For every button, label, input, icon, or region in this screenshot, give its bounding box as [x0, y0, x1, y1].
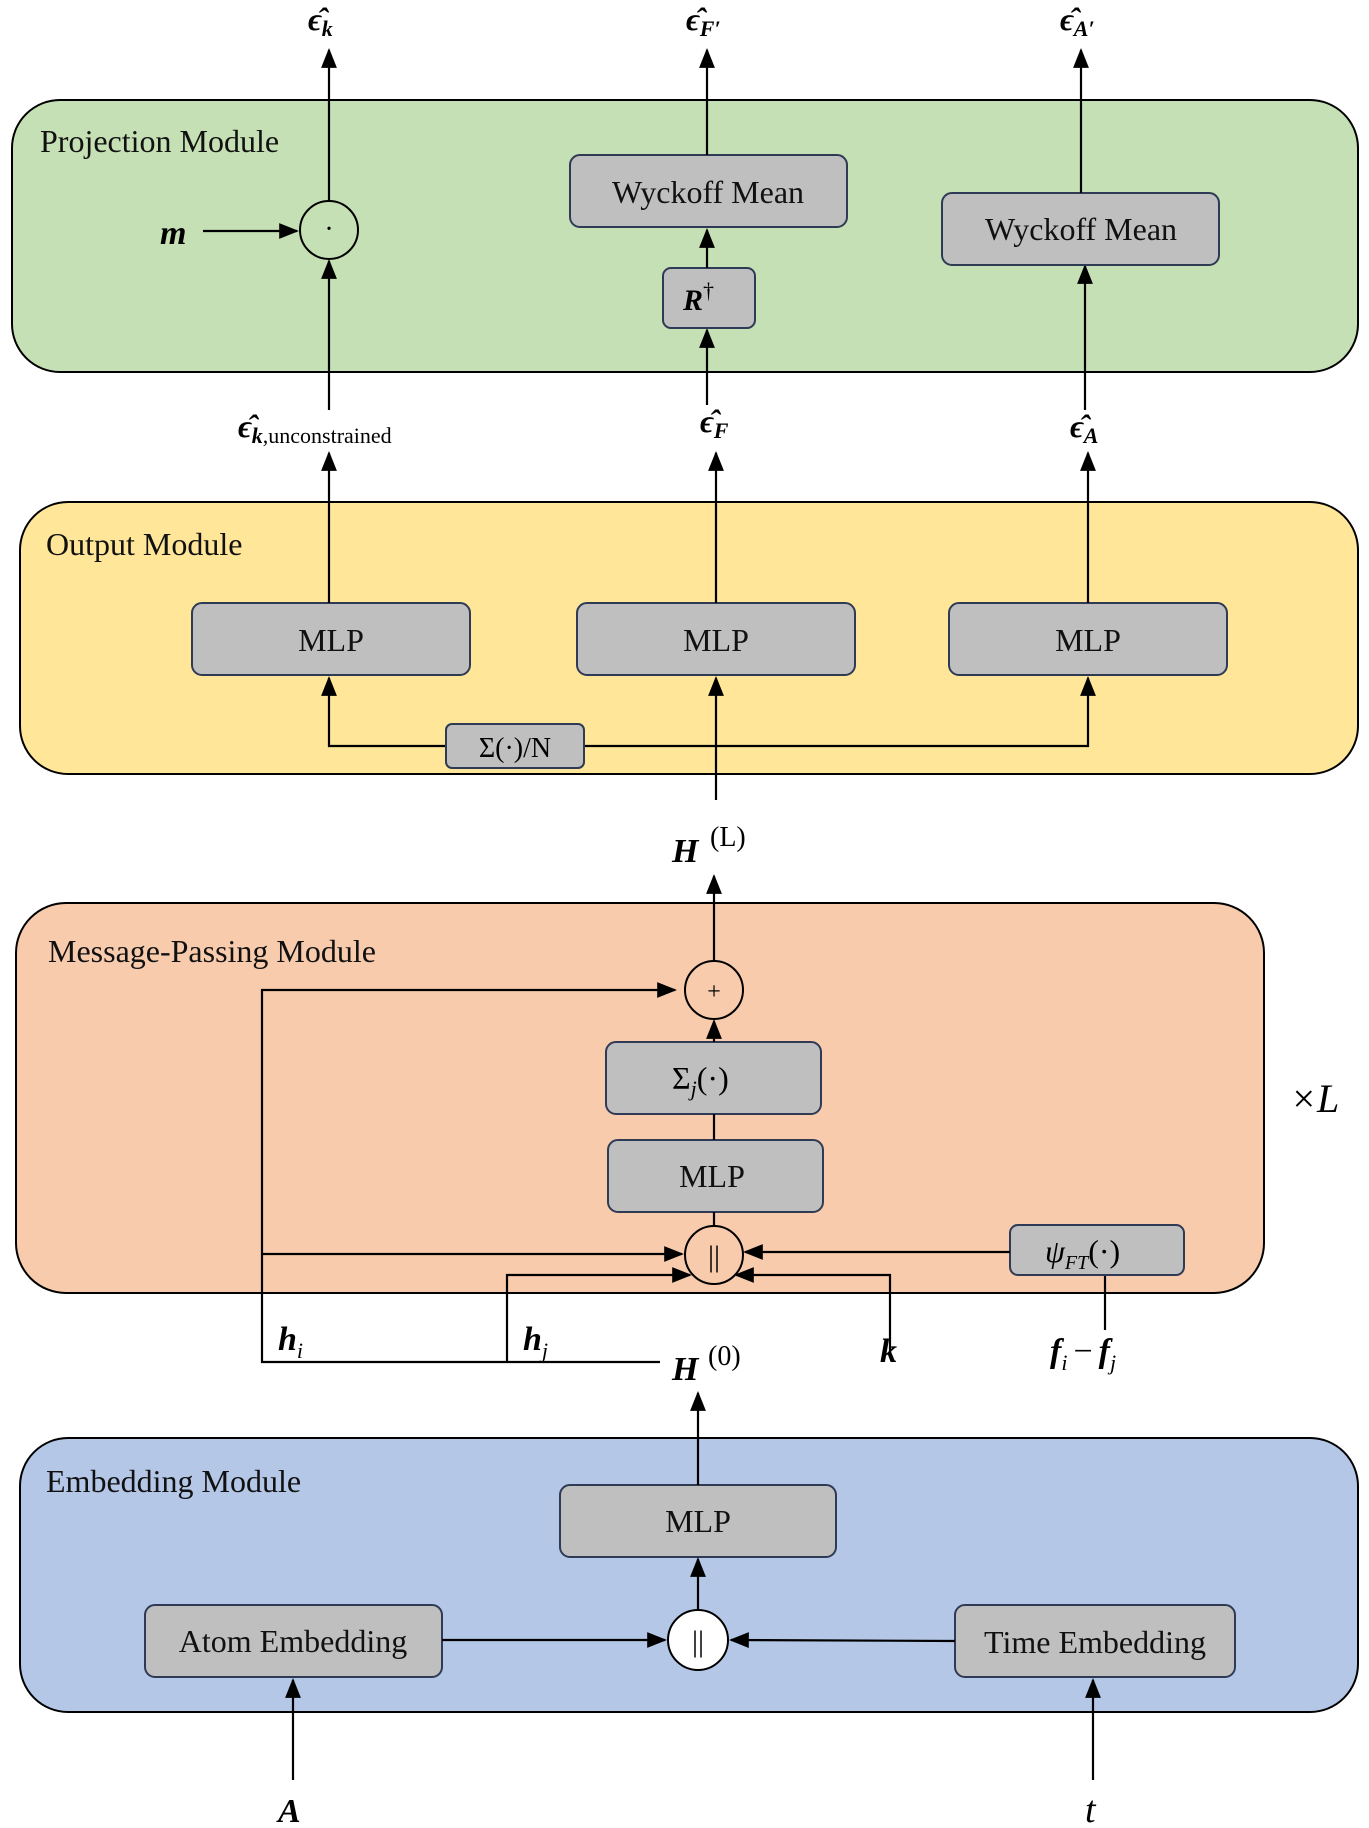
sum-over-N-label: Σ(·)/N	[479, 733, 551, 764]
sum-over-N-box	[445, 723, 585, 769]
eps-F-prime-output-label: ϵ̂F′	[686, 1, 721, 41]
input-t-label: t	[1085, 1789, 1097, 1828]
plus-symbol: +	[707, 979, 721, 1005]
r-dagger-box	[662, 267, 756, 329]
eps-k-output-label: ϵ̂k	[308, 1, 333, 41]
H0-label: H (0)	[671, 1341, 741, 1388]
svg-text:H: H	[671, 833, 700, 870]
h-j-label: hj	[523, 1321, 548, 1363]
wyckoff-mean-box-F	[569, 154, 848, 228]
times-L-label: ×L	[1290, 1076, 1339, 1121]
mlp-label-output-k: MLP	[298, 622, 364, 658]
concat-symbol-embedding: ||	[692, 1625, 704, 1658]
k-input-label: k	[880, 1333, 897, 1370]
svg-text:(0): (0)	[708, 1341, 741, 1372]
mlp-label-output-F: MLP	[683, 622, 749, 658]
sum-j-label: Σj(·)	[672, 1060, 729, 1101]
svg-text:(L): (L)	[710, 822, 746, 853]
r-dagger-label: R†	[682, 278, 714, 317]
concat-symbol-message: ||	[708, 1240, 720, 1273]
psi-ft-label: ψFT(·)	[1045, 1233, 1120, 1274]
fi-minus-fj-label: fi−fj	[1050, 1333, 1116, 1375]
projection-module-title: Projection Module	[40, 123, 279, 159]
wyckoff-mean-label-F: Wyckoff Mean	[612, 174, 804, 210]
svg-text:H: H	[671, 1351, 700, 1388]
eps-A-label: ϵ̂A	[1070, 408, 1098, 448]
mlp-label-embedding: MLP	[665, 1503, 731, 1539]
atom-embedding-label: Atom Embedding	[179, 1623, 407, 1659]
h-i-label: hi	[278, 1321, 303, 1363]
mlp-box-output-k	[191, 602, 471, 676]
input-A-label: A	[276, 1793, 301, 1828]
eps-k-unconstrained-label: ϵ̂k,unconstrained	[238, 408, 392, 448]
time-embedding-label: Time Embedding	[984, 1624, 1206, 1660]
wyckoff-mean-label-A: Wyckoff Mean	[985, 211, 1177, 247]
psi-ft-box	[1009, 1224, 1185, 1276]
mlp-box-message	[607, 1139, 824, 1213]
dot-symbol: ·	[324, 214, 333, 245]
output-module-title: Output Module	[46, 526, 242, 562]
m-input-label: m	[160, 215, 186, 252]
HL-label: H (L)	[671, 822, 746, 870]
mlp-label-output-A: MLP	[1055, 622, 1121, 658]
message-passing-module-title: Message-Passing Module	[48, 933, 376, 969]
projection-module	[11, 99, 1359, 373]
mlp-label-message: MLP	[679, 1158, 745, 1194]
eps-A-prime-output-label: ϵ̂A′	[1060, 1, 1095, 41]
eps-F-label: ϵ̂F	[700, 403, 729, 443]
embedding-module-title: Embedding Module	[46, 1463, 301, 1499]
